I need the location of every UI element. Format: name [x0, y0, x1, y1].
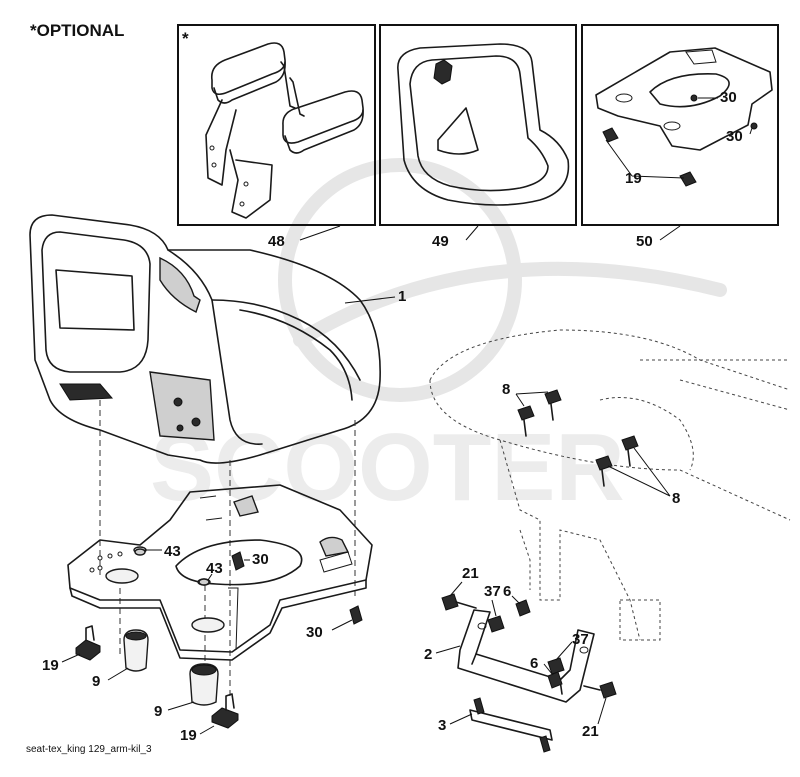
plate-nut-30-b	[349, 605, 363, 625]
watermark: SCOOTER	[150, 158, 727, 521]
option-box-49-frame	[379, 24, 577, 226]
washer-37-a	[487, 615, 505, 633]
callout-3-strip: 3	[438, 717, 446, 734]
knob-19-b	[211, 693, 239, 729]
callout-30-box50-b: 30	[726, 128, 743, 145]
callout-30-a: 30	[252, 551, 269, 568]
main-seat	[29, 214, 381, 464]
bumper-9-b	[189, 663, 219, 706]
watermark-swoosh	[293, 261, 727, 347]
callout-37-b: 37	[572, 631, 589, 648]
callout-19-b: 19	[180, 727, 197, 744]
option-box-49	[379, 24, 577, 226]
plate-grommet-43-a	[134, 548, 146, 556]
armrest-right	[282, 90, 364, 154]
optional-note: *OPTIONAL	[30, 21, 124, 40]
callout-6-b: 6	[530, 655, 538, 672]
callout-9-b: 9	[154, 703, 162, 720]
callout-43-b: 43	[206, 560, 223, 577]
option-box-48-star: *	[182, 29, 189, 48]
seat-plate-small	[595, 47, 773, 151]
watermark-ring	[278, 158, 522, 402]
mounting-strip	[469, 697, 553, 753]
watermark-text: SCOOTER	[150, 414, 625, 521]
box-number-48: 48	[268, 233, 285, 250]
diagram-caption: seat-tex_king 129_arm-kil_3	[26, 744, 152, 755]
callout-9-a: 9	[92, 673, 100, 690]
armrest-left	[205, 42, 286, 219]
plate-hardware	[134, 548, 363, 625]
allen-keys	[280, 61, 305, 117]
callout-37-a: 37	[484, 583, 501, 600]
option-box-48: *	[177, 24, 376, 226]
callout-19-a: 19	[42, 657, 59, 674]
callout-2-bracket: 2	[424, 646, 432, 663]
nut-6-b	[547, 671, 563, 689]
option-box-48-frame	[177, 24, 376, 226]
callout-8-right: 8	[672, 490, 680, 507]
callout-43-a: 43	[164, 543, 181, 560]
plate-grommet-43-b	[198, 578, 210, 586]
bumper-9-a	[123, 629, 149, 672]
bolts-8	[517, 389, 639, 487]
bolt-21-b	[599, 681, 617, 699]
bracket-hardware	[441, 593, 617, 699]
option-box-50: 30 30 19	[581, 24, 779, 226]
box50-hardware	[602, 94, 758, 187]
knob-19-a	[75, 625, 101, 661]
mounting-bracket	[457, 609, 595, 703]
callout-6-a: 6	[503, 583, 511, 600]
box-number-50: 50	[636, 233, 653, 250]
callout-19-box50: 19	[625, 170, 642, 187]
callout-21-a: 21	[462, 565, 479, 582]
callout-8-top: 8	[502, 381, 510, 398]
box-number-49: 49	[432, 233, 449, 250]
seat-cushion	[397, 43, 570, 206]
callout-21-b: 21	[582, 723, 599, 740]
callout-30-b: 30	[306, 624, 323, 641]
mower-body-outline	[429, 329, 791, 641]
option-box-50-frame	[581, 24, 779, 226]
plate-nut-30-a	[231, 551, 245, 571]
callout-30-box50-a: 30	[720, 89, 737, 106]
callout-1-seat: 1	[398, 288, 406, 305]
